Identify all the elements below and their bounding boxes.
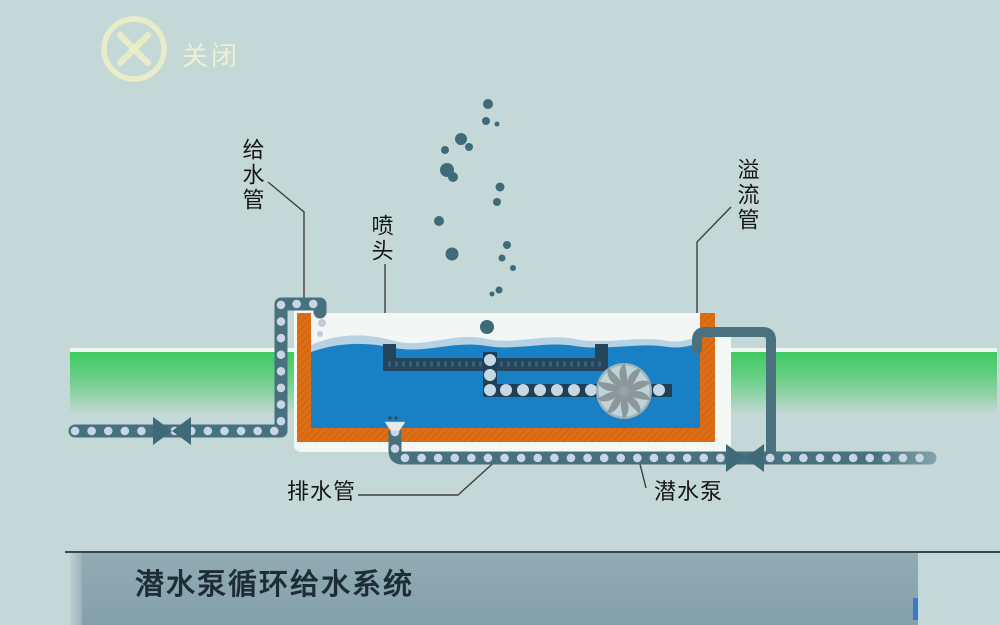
- close-icon: [101, 16, 167, 82]
- supply-drip: [318, 319, 326, 327]
- leader-overflow-pipe: [696, 206, 732, 330]
- water-tank: [294, 306, 731, 452]
- pump-suction-pipe: [483, 352, 672, 397]
- title-band: [82, 553, 918, 625]
- title-band-edge: [70, 553, 82, 625]
- label-supply-pipe: 给水管: [239, 138, 265, 213]
- spray-nozzle-left: [383, 344, 396, 364]
- cursor-artifact: [913, 598, 918, 620]
- valve-right: [726, 444, 764, 472]
- label-submersible-pump: 潜水泵: [654, 479, 724, 504]
- diagram-title: 潜水泵循环给水系统: [135, 569, 415, 601]
- title-divider-line: [65, 551, 1000, 553]
- label-spray-head: 喷头: [368, 214, 394, 264]
- overflow-pipe-graphic: [692, 327, 776, 463]
- tank-lining-bottom: [297, 428, 715, 442]
- supply-drip: [317, 331, 323, 337]
- pipe-fade-overlay: [875, 446, 1000, 471]
- ground-left: [70, 348, 296, 414]
- tank-lining-right: [700, 313, 715, 442]
- drain-funnel: [384, 421, 406, 432]
- close-button-label: 关闭: [182, 41, 241, 71]
- leader-drain-pipe: [358, 456, 501, 496]
- label-drain-pipe: 排水管: [287, 479, 357, 504]
- drain-pipe-graphic: [384, 416, 937, 465]
- close-button[interactable]: 关闭: [100, 12, 290, 90]
- spray-nozzle-right: [595, 344, 608, 364]
- ground-right: [722, 348, 997, 414]
- valve-left: [153, 417, 191, 445]
- tank-lining-left: [297, 313, 311, 442]
- submersible-pump-graphic: [596, 362, 652, 420]
- leader-supply-pipe: [267, 181, 305, 298]
- supply-pipe-graphic: [68, 297, 327, 438]
- spray-bubbles: [434, 99, 516, 334]
- label-overflow-pipe: 溢流管: [734, 158, 760, 233]
